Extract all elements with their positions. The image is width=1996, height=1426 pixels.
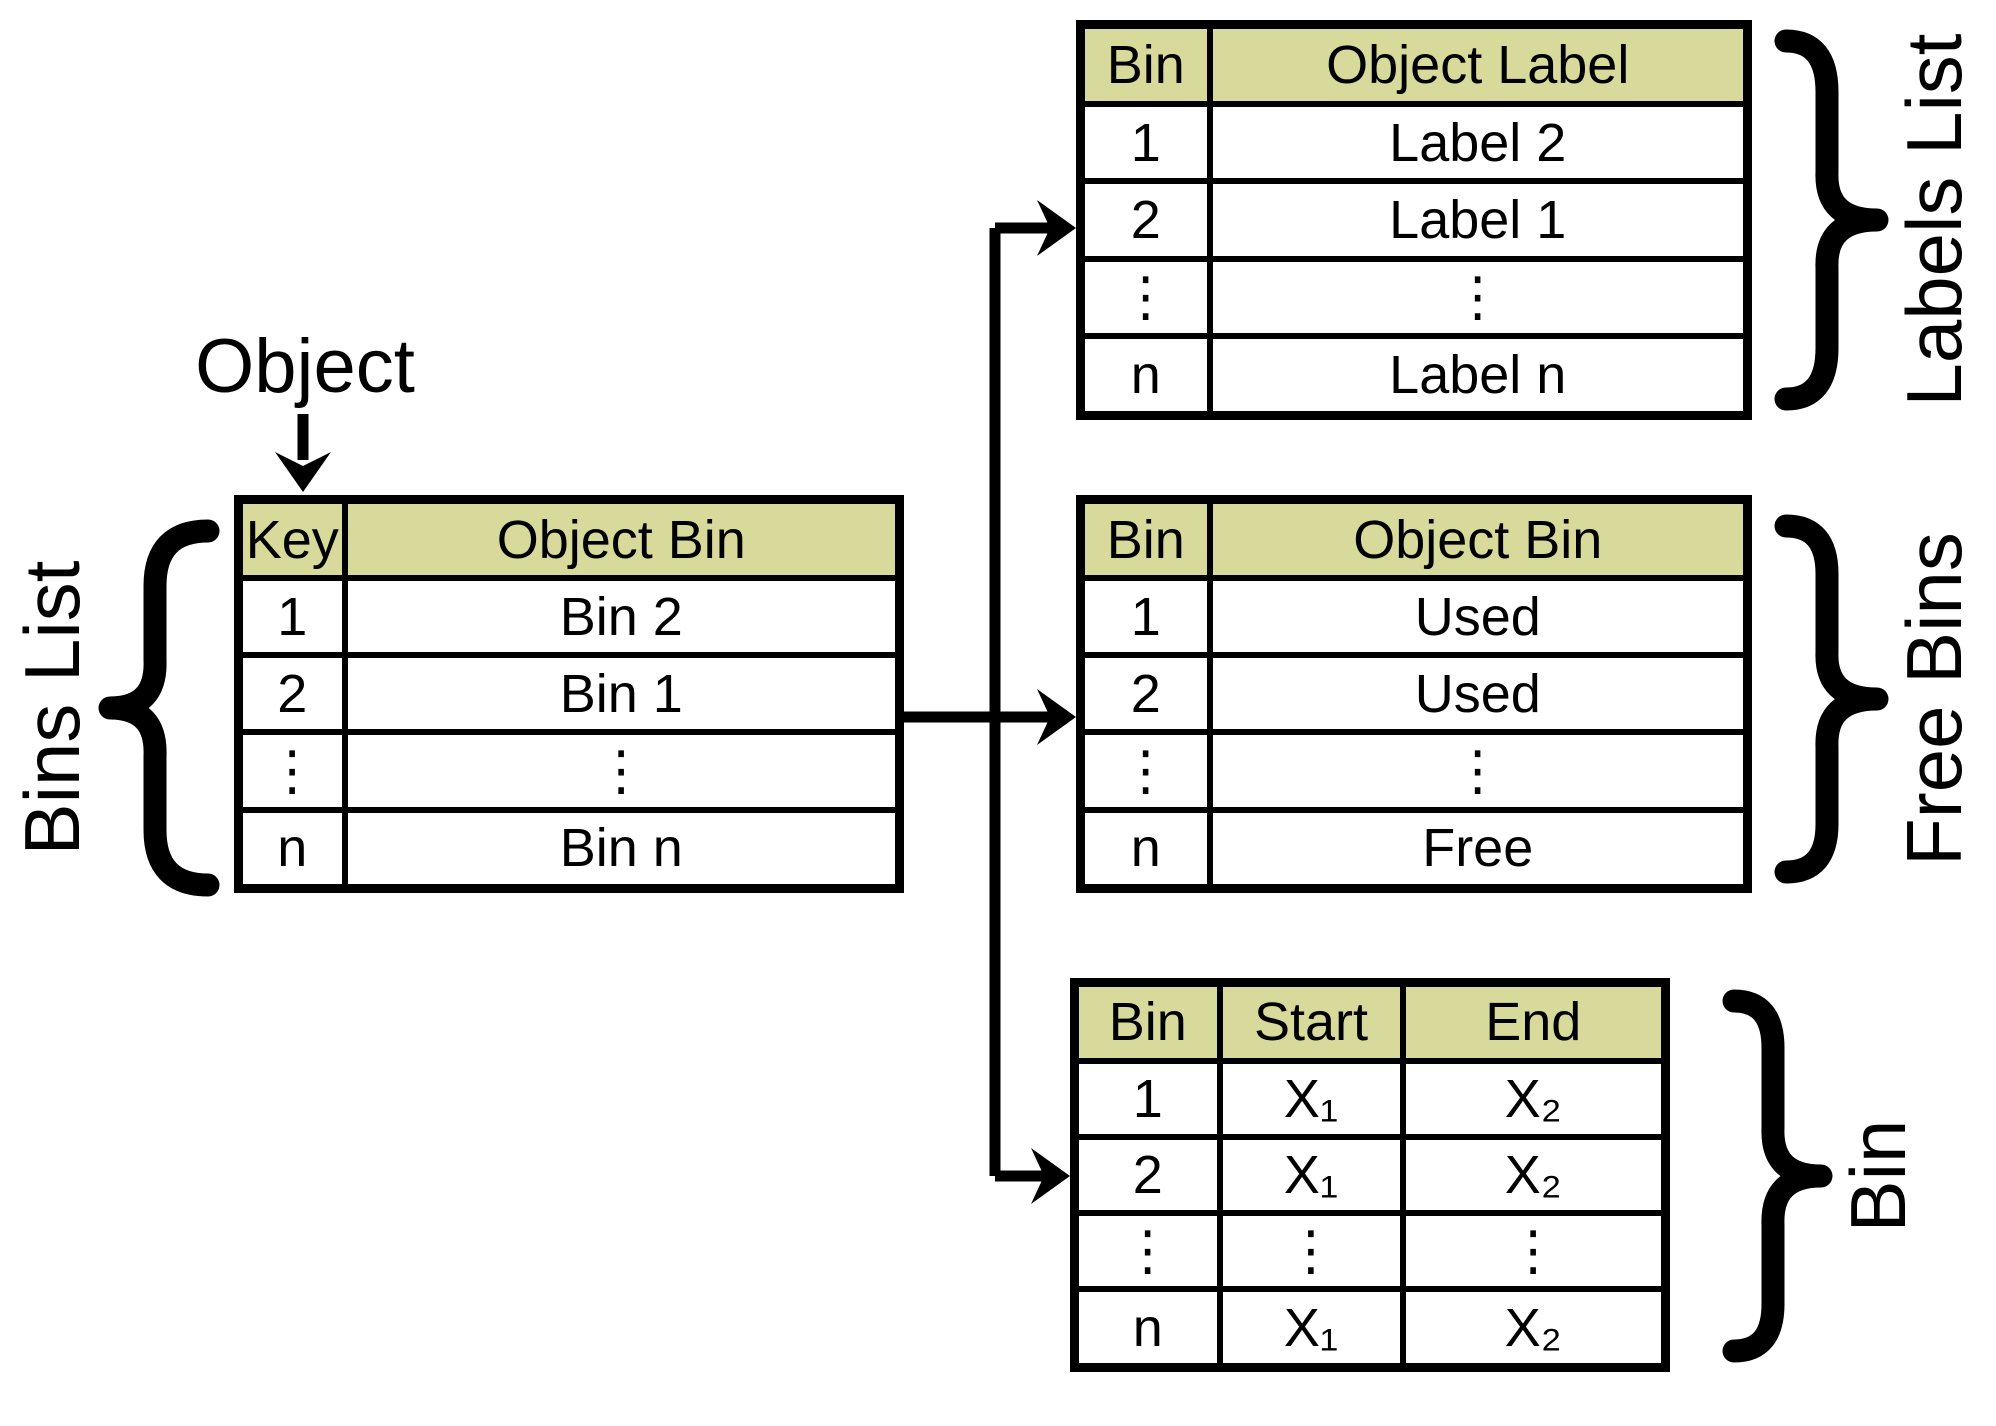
labels-list-header-row: Bin Object Label xyxy=(1077,21,1751,107)
cell-value: Label 1 xyxy=(1206,178,1751,262)
top-arrowhead-icon xyxy=(1037,200,1076,256)
table-row: 2 Label 1 xyxy=(1077,178,1751,262)
labels-list-table: Bin Object Label 1 Label 2 2 Label 1 ⋮ ⋮… xyxy=(1076,20,1752,420)
table-row: 1 Used xyxy=(1077,575,1751,659)
table-row: 2 Bin 1 xyxy=(235,652,903,736)
cell-value: Label 2 xyxy=(1206,100,1751,185)
table-row: ⋮ ⋮ xyxy=(1077,255,1751,340)
object-pointer-label: Object xyxy=(195,323,415,409)
column-header-end: End xyxy=(1399,979,1669,1064)
cell-ellipsis: ⋮ xyxy=(1077,255,1213,340)
cell-key: n xyxy=(1071,1286,1223,1371)
column-header-bin: Bin xyxy=(1071,979,1223,1064)
table-row: ⋮ ⋮ ⋮ xyxy=(1071,1210,1669,1293)
cell-ellipsis: ⋮ xyxy=(1216,1210,1406,1293)
table-row: n Free xyxy=(1077,806,1751,892)
cell-end: X₂ xyxy=(1399,1133,1669,1217)
cell-key: 2 xyxy=(1077,652,1213,736)
diagram-canvas: { "title_label": "Object", "colors": { "… xyxy=(7,20,1978,1372)
cell-key: 2 xyxy=(235,652,348,736)
cell-start: X₁ xyxy=(1216,1286,1406,1371)
cell-ellipsis: ⋮ xyxy=(1077,729,1213,813)
free-bins-header-row: Bin Object Bin xyxy=(1077,496,1751,582)
object-arrowhead-icon xyxy=(275,452,331,492)
mid-arrowhead-icon xyxy=(1037,689,1076,745)
labels-list-caption: Labels List xyxy=(1889,33,1978,407)
bins-list-table: Key Object Bin 1 Bin 2 2 Bin 1 ⋮ ⋮ n Bin… xyxy=(234,495,904,893)
cell-ellipsis: ⋮ xyxy=(1071,1210,1223,1293)
cell-value: Bin n xyxy=(341,806,903,892)
cell-value: Free xyxy=(1206,806,1751,892)
column-header-object-bin: Object Bin xyxy=(1206,496,1751,582)
table-row: 1 X₁ X₂ xyxy=(1071,1057,1669,1140)
table-row: n X₁ X₂ xyxy=(1071,1286,1669,1371)
column-header-bin: Bin xyxy=(1077,21,1213,107)
cell-key: 1 xyxy=(1077,575,1213,659)
cell-key: n xyxy=(235,806,348,892)
table-row: n Bin n xyxy=(235,806,903,892)
cell-key: 2 xyxy=(1071,1133,1223,1217)
cell-key: n xyxy=(1077,333,1213,419)
cell-value: Label n xyxy=(1206,333,1751,419)
table-row: 1 Bin 2 xyxy=(235,575,903,659)
cell-end: X₂ xyxy=(1399,1286,1669,1371)
labels-list-brace-icon xyxy=(1774,29,1889,411)
column-header-key: Key xyxy=(235,496,348,582)
bins-list-caption: Bins List xyxy=(7,560,96,856)
free-bins-caption: Free Bins xyxy=(1889,532,1978,866)
bottom-arrowhead-icon xyxy=(1031,1148,1070,1204)
cell-ellipsis: ⋮ xyxy=(235,729,348,813)
table-row: 1 Label 2 xyxy=(1077,100,1751,185)
bin-header-row: Bin Start End xyxy=(1071,979,1669,1064)
table-row: 2 X₁ X₂ xyxy=(1071,1133,1669,1217)
table-row: ⋮ ⋮ xyxy=(235,729,903,813)
cell-start: X₁ xyxy=(1216,1133,1406,1217)
bin-table: Bin Start End 1 X₁ X₂ 2 X₁ X₂ ⋮ ⋮ ⋮ n X₁… xyxy=(1070,978,1670,1372)
bins-list-header-row: Key Object Bin xyxy=(235,496,903,582)
free-bins-table: Bin Object Bin 1 Used 2 Used ⋮ ⋮ n Free xyxy=(1076,495,1752,893)
cell-ellipsis: ⋮ xyxy=(1399,1210,1669,1293)
cell-key: 1 xyxy=(235,575,348,659)
bin-caption: Bin xyxy=(1833,1119,1922,1233)
column-header-object-bin: Object Bin xyxy=(341,496,903,582)
cell-value: Used xyxy=(1206,575,1751,659)
cell-value: Bin 1 xyxy=(341,652,903,736)
cell-key: 1 xyxy=(1071,1057,1223,1140)
free-bins-brace-icon xyxy=(1774,514,1889,884)
cell-ellipsis: ⋮ xyxy=(1206,255,1751,340)
cell-ellipsis: ⋮ xyxy=(341,729,903,813)
cell-start: X₁ xyxy=(1216,1057,1406,1140)
cell-key: 1 xyxy=(1077,100,1213,185)
cell-end: X₂ xyxy=(1399,1057,1669,1140)
column-header-start: Start xyxy=(1216,979,1406,1064)
table-row: ⋮ ⋮ xyxy=(1077,729,1751,813)
bin-brace-icon xyxy=(1722,989,1833,1363)
cell-value: Bin 2 xyxy=(341,575,903,659)
column-header-object-label: Object Label xyxy=(1206,21,1751,107)
cell-ellipsis: ⋮ xyxy=(1206,729,1751,813)
bins-list-brace-icon xyxy=(98,519,220,897)
cell-value: Used xyxy=(1206,652,1751,736)
table-row: n Label n xyxy=(1077,333,1751,419)
cell-key: 2 xyxy=(1077,178,1213,262)
column-header-bin: Bin xyxy=(1077,496,1213,582)
table-row: 2 Used xyxy=(1077,652,1751,736)
cell-key: n xyxy=(1077,806,1213,892)
